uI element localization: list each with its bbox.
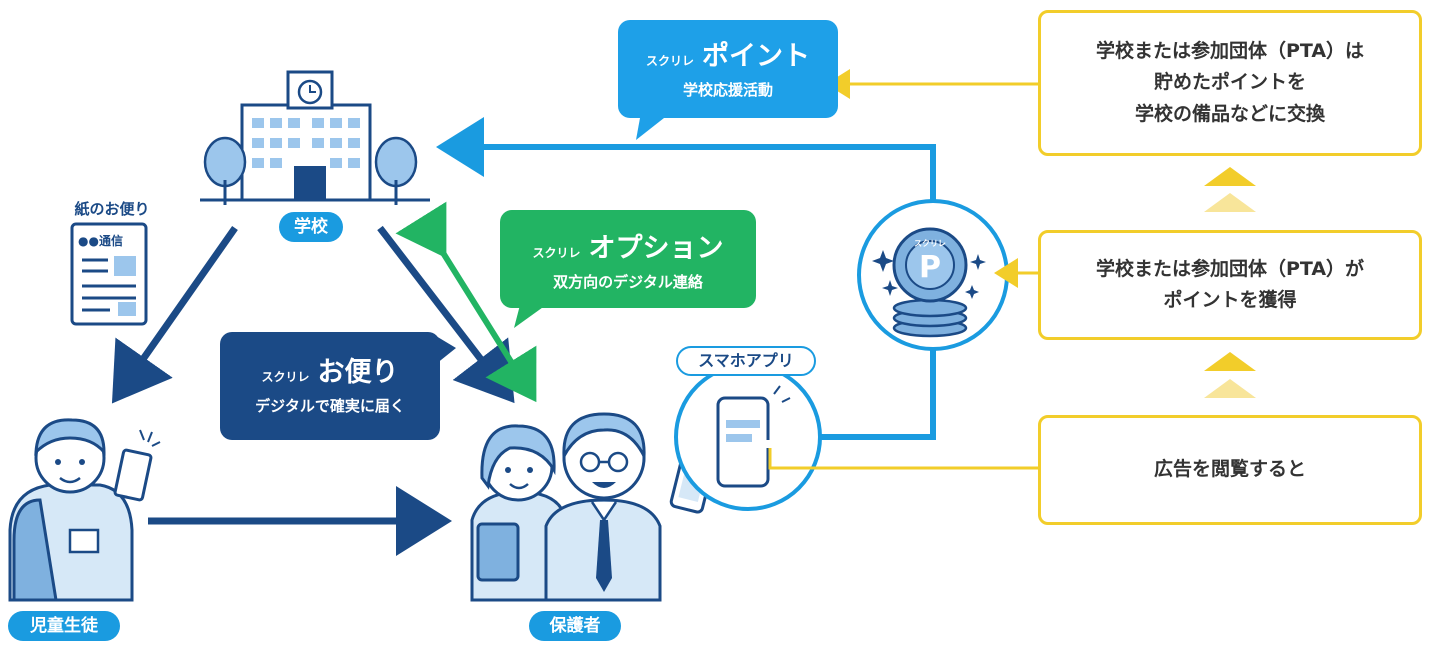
point-bubble: スクリレポイント 学校応援活動 — [618, 20, 838, 118]
newsletter-header: ●●通信 — [78, 234, 123, 248]
view-ads-text: 広告を閲覧すると — [1153, 458, 1306, 481]
chevron-up-icon — [1204, 167, 1256, 212]
guardian-label: 保護者 — [529, 611, 621, 641]
letter-bubble: スクリレお便り デジタルで確実に届く — [220, 332, 440, 440]
earn-line-1: 学校または参加団体（PTA）が — [1095, 257, 1365, 280]
letter-bubble-brand: スクリレ — [261, 370, 310, 384]
school-building-icon — [200, 70, 430, 205]
smartphone-app-icon — [674, 363, 822, 511]
earn-points-box: 学校または参加団体（PTA）が ポイントを獲得 — [1038, 230, 1422, 340]
option-bubble-subtitle: 双方向のデジタル連絡 — [553, 273, 703, 291]
letter-bubble-subtitle: デジタルで確実に届く — [255, 397, 405, 415]
guardian-illustration — [470, 412, 715, 602]
point-bubble-brand: スクリレ — [645, 54, 694, 68]
paper-letter-label: 紙のお便り — [74, 200, 150, 218]
school-label: 学校 — [279, 212, 343, 242]
exchange-line-3: 学校の備品などに交換 — [1134, 102, 1325, 125]
letter-bubble-tail — [436, 336, 456, 364]
arrow-coin-to-school — [436, 117, 936, 201]
option-bubble-brand: スクリレ — [532, 246, 581, 260]
smartphone-app-label: スマホアプリ — [676, 346, 816, 376]
earn-line-2: ポイントを獲得 — [1163, 289, 1297, 311]
option-bubble-tail — [514, 305, 546, 328]
exchange-points-box: 学校または参加団体（PTA）は 貯めたポイントを 学校の備品などに交換 — [1038, 10, 1422, 156]
coin-p-letter: P — [919, 250, 941, 285]
student-illustration — [8, 418, 161, 602]
point-coin-icon: スクリレ P — [857, 199, 1009, 351]
view-ads-box: 広告を閲覧すると — [1038, 415, 1422, 525]
chevron-up-icon — [1204, 352, 1256, 398]
point-bubble-tail — [636, 118, 664, 140]
letter-bubble-title: お便り — [317, 357, 399, 388]
point-bubble-subtitle: 学校応援活動 — [682, 81, 773, 99]
exchange-line-2: 貯めたポイントを — [1153, 71, 1306, 94]
coin-brand-text: スクリレ — [914, 238, 946, 248]
line-app-to-coin — [820, 349, 936, 440]
student-label: 児童生徒 — [8, 611, 120, 641]
arrow-two-way-option — [395, 201, 537, 403]
line-ad-to-app — [768, 448, 1040, 470]
paper-newsletter-icon — [70, 222, 148, 326]
option-bubble-title: オプション — [588, 233, 724, 264]
option-bubble: スクリレオプション 双方向のデジタル連絡 — [500, 210, 756, 308]
point-bubble-title: ポイント — [702, 41, 810, 72]
exchange-line-1: 学校または参加団体（PTA）は — [1095, 39, 1365, 62]
arrow-school-to-student — [111, 225, 238, 404]
